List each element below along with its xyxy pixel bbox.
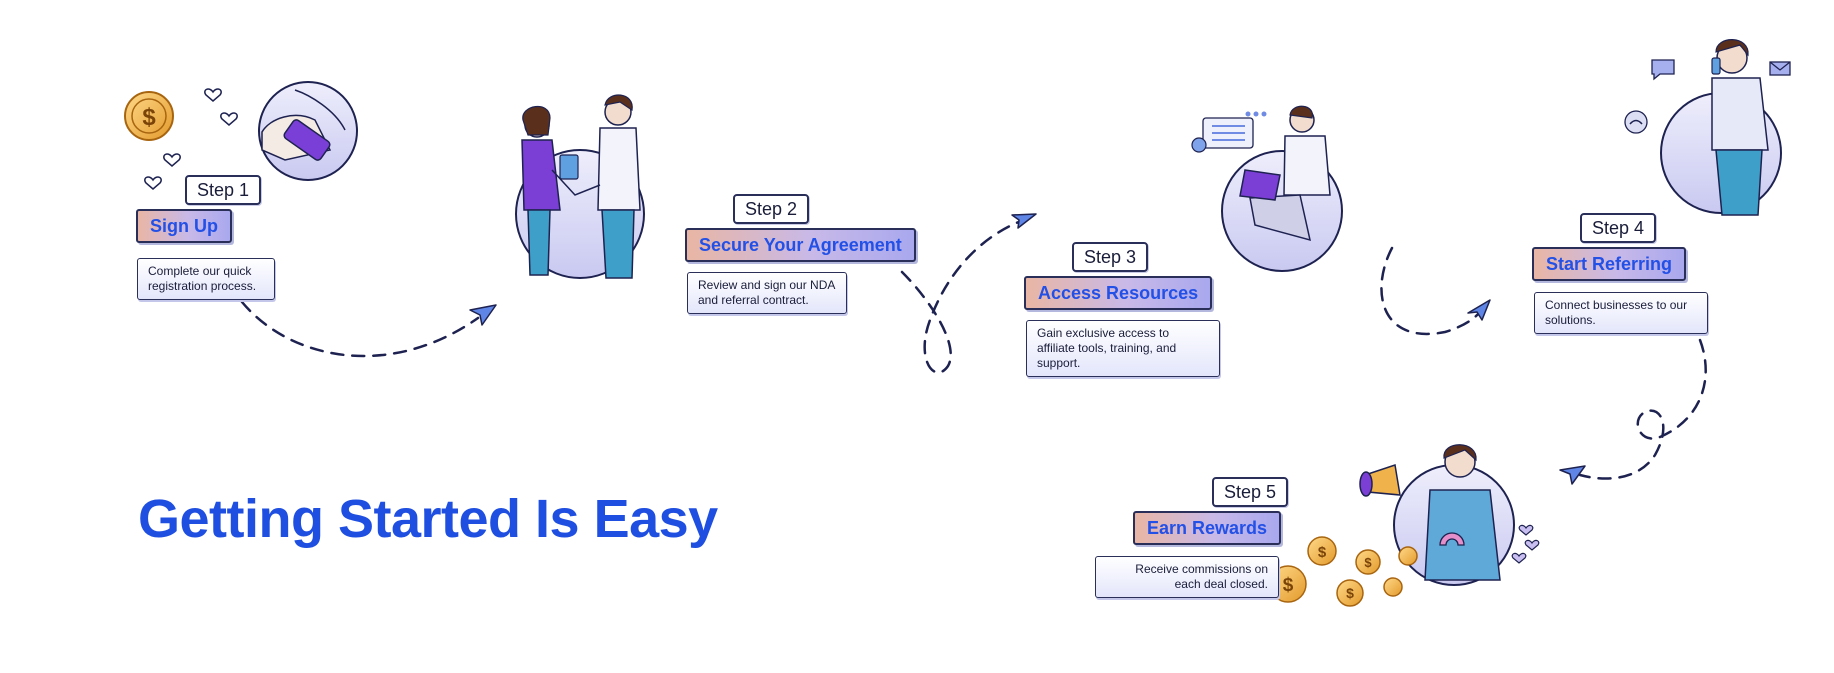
paper-plane-icon xyxy=(1467,299,1491,321)
phone-icon xyxy=(1624,110,1648,134)
step-1-title: Sign Up xyxy=(136,209,232,243)
person-on-phone-icon xyxy=(1660,39,1782,216)
step-5-tag: Step 5 xyxy=(1212,477,1289,507)
checklist-icon xyxy=(1191,111,1267,153)
heart-icon xyxy=(144,88,238,190)
step-2-description: Review and sign our NDA and referral con… xyxy=(687,272,847,314)
step-4-description: Connect businesses to our solutions. xyxy=(1534,292,1708,334)
dollar-symbol: $ xyxy=(1346,585,1354,601)
step-1-tag: Step 1 xyxy=(185,175,262,205)
hand-holding-phone-icon xyxy=(258,81,358,181)
person-with-laptop-icon xyxy=(1221,105,1343,272)
step-2-tag: Step 2 xyxy=(733,194,810,224)
step-5-title: Earn Rewards xyxy=(1133,511,1282,545)
heart-icon xyxy=(1511,524,1540,564)
dollar-symbol: $ xyxy=(1318,544,1327,561)
step-3-title: Access Resources xyxy=(1024,276,1213,310)
mail-icon xyxy=(1769,61,1791,76)
step-3-tag: Step 3 xyxy=(1072,242,1149,272)
connector-3-4 xyxy=(1380,246,1484,336)
page-title: Getting Started Is Easy xyxy=(138,489,718,549)
paper-plane-icon xyxy=(469,304,497,326)
paper-plane-icon xyxy=(1011,213,1037,229)
connector-4-5 xyxy=(1578,338,1707,480)
dollar-symbol: $ xyxy=(1283,575,1294,596)
magnet-icon xyxy=(1439,532,1465,546)
dollar-symbol: $ xyxy=(1364,555,1372,570)
step-4-title: Start Referring xyxy=(1532,247,1687,281)
dollar-coin-icon xyxy=(124,91,174,141)
connector-2-3 xyxy=(900,216,1032,374)
step-2-title: Secure Your Agreement xyxy=(685,228,916,262)
step-3-description: Gain exclusive access to affiliate tools… xyxy=(1026,320,1220,377)
step-5-description: Receive commissions on each deal closed. xyxy=(1095,556,1279,598)
person-with-megaphone-icon xyxy=(1359,444,1515,586)
dollar-symbol: $ xyxy=(142,104,156,131)
chat-bubble-icon xyxy=(1651,59,1675,81)
connector-1-2 xyxy=(240,300,480,358)
paper-plane-icon xyxy=(1559,465,1586,485)
step-4-tag: Step 4 xyxy=(1580,213,1657,243)
step-1-description: Complete our quick registration process. xyxy=(137,258,275,300)
handshake-icon xyxy=(515,94,645,279)
